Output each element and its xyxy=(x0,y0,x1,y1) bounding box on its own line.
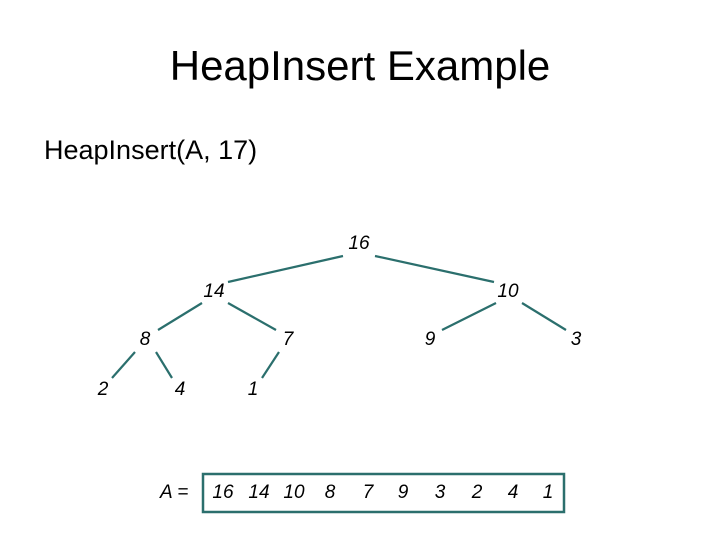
tree-node-n1: 16 xyxy=(348,233,370,254)
array-cell-7: 2 xyxy=(471,482,483,503)
array-cell-5: 9 xyxy=(398,482,409,503)
heap-array: A = 16 14 10 8 7 9 3 2 4 1 xyxy=(159,472,566,514)
tree-edge-n4-n8 xyxy=(111,351,136,379)
tree-node-n5: 7 xyxy=(283,329,295,350)
tree-node-n6: 9 xyxy=(425,329,436,350)
tree-node-n4: 8 xyxy=(140,329,151,350)
tree-node-n10: 1 xyxy=(248,379,259,400)
tree-node-n2: 14 xyxy=(203,281,224,302)
array-cell-3: 8 xyxy=(325,482,336,503)
tree-node-n9: 4 xyxy=(175,379,186,400)
array-label: A = xyxy=(159,482,188,503)
slide-subtitle: HeapInsert(A, 17) xyxy=(44,135,258,165)
tree-node-n3: 10 xyxy=(497,281,519,302)
array-cell-9: 1 xyxy=(543,482,554,503)
slide-title: HeapInsert Example xyxy=(169,42,551,89)
tree-nodes: 16 14 10 8 7 9 3 2 4 1 xyxy=(97,233,582,400)
array-cell-0: 16 xyxy=(212,482,234,503)
array-cell-2: 10 xyxy=(283,482,305,503)
tree-edge-n5-n10 xyxy=(261,351,280,379)
array-cell-6: 3 xyxy=(435,482,446,503)
tree-edges xyxy=(111,254,567,379)
tree-edge-n3-n6 xyxy=(441,302,497,331)
tree-edge-n4-n9 xyxy=(155,351,173,379)
tree-node-n8: 2 xyxy=(97,379,109,400)
tree-edge-n2-n4 xyxy=(157,302,203,331)
array-cell-4: 7 xyxy=(363,482,375,503)
array-cell-1: 14 xyxy=(248,482,269,503)
tree-edge-n1-n2 xyxy=(227,254,344,284)
tree-edge-n2-n5 xyxy=(227,302,277,331)
tree-edge-n3-n7 xyxy=(521,302,567,331)
tree-edge-n1-n3 xyxy=(374,254,495,284)
array-border xyxy=(201,472,566,514)
array-cell-8: 4 xyxy=(508,482,519,503)
tree-node-n7: 3 xyxy=(571,329,582,350)
